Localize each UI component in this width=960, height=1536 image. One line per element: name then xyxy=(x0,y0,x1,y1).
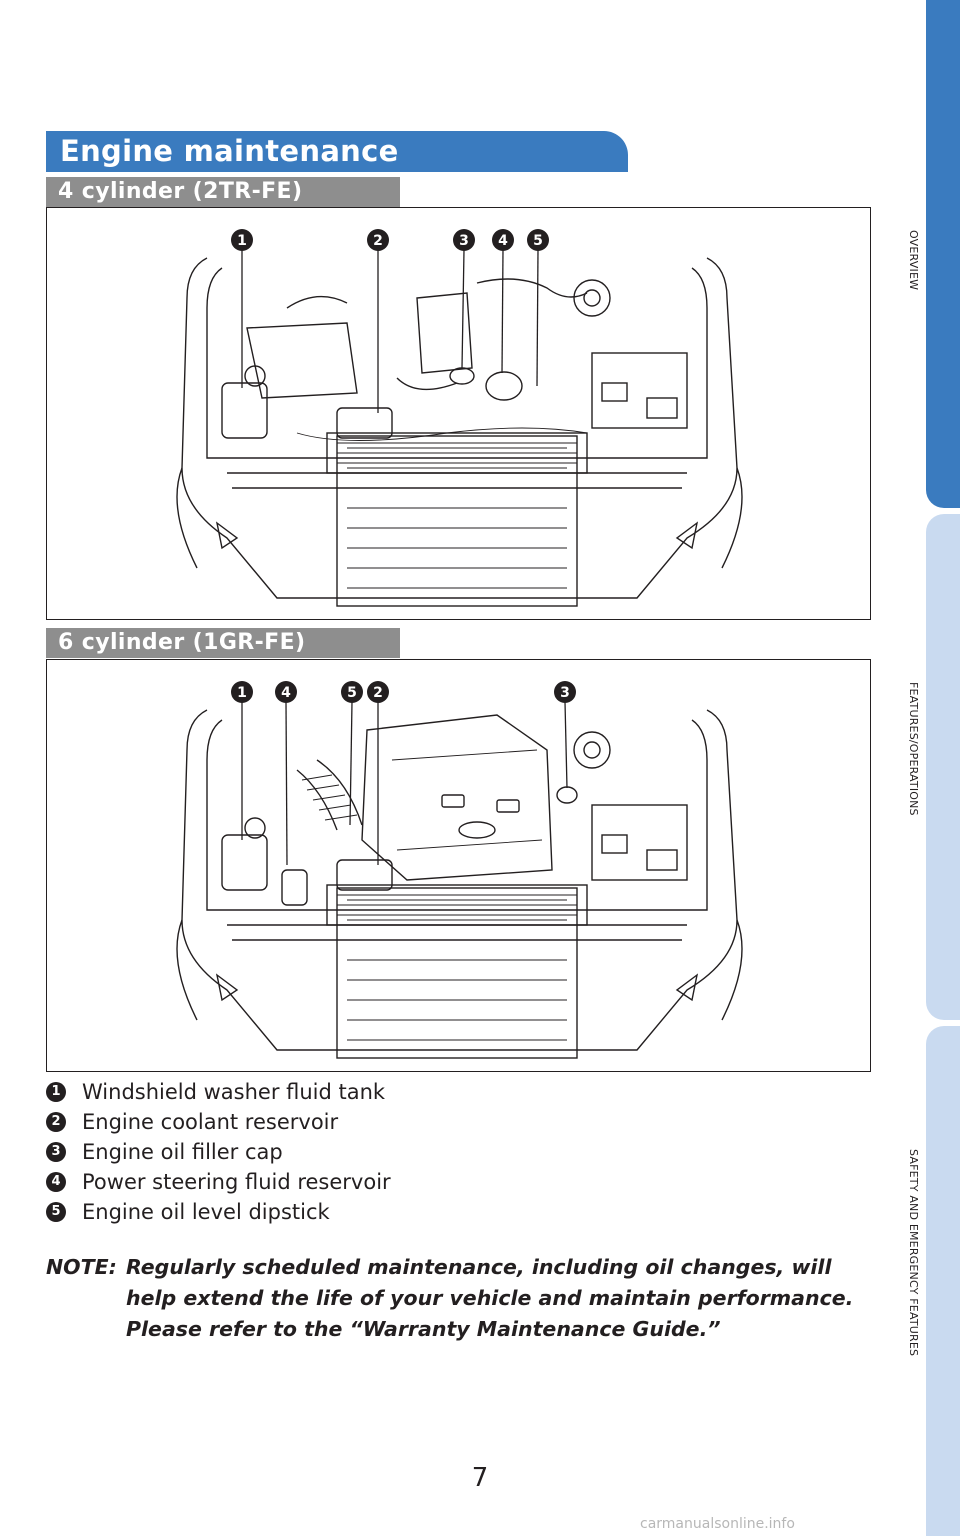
callout-1: 1 xyxy=(231,229,253,251)
side-label-features-operations: FEATURES/OPERATIONS xyxy=(907,682,920,816)
note-label: NOTE: xyxy=(46,1255,117,1279)
engine-diagram-6-cylinder: 1 4 5 2 3 xyxy=(46,659,871,1072)
number-badge: 4 xyxy=(46,1172,66,1192)
page-title: Engine maintenance xyxy=(60,134,399,168)
note-line: Please refer to the “Warranty Maintenanc… xyxy=(126,1317,721,1341)
watermark: carmanualsonline.info xyxy=(640,1516,795,1532)
legend-text: Engine oil level dipstick xyxy=(82,1200,330,1224)
number-badge: 2 xyxy=(46,1112,66,1132)
number-badge: 3 xyxy=(46,1142,66,1162)
legend-text: Engine oil filler cap xyxy=(82,1140,283,1164)
svg-text:1: 1 xyxy=(237,233,247,249)
side-tab-features-operations[interactable] xyxy=(926,514,960,1020)
svg-text:4: 4 xyxy=(281,685,291,701)
svg-text:2: 2 xyxy=(373,685,383,701)
engine-diagram-4-cylinder: 1 2 3 4 5 xyxy=(46,207,871,620)
callout-5: 5 xyxy=(341,681,363,703)
side-label-safety-emergency: SAFETY AND EMERGENCY FEATURES xyxy=(907,1149,920,1357)
engine-illustration-4cyl: 1 2 3 4 5 xyxy=(176,229,743,607)
callout-2: 2 xyxy=(367,681,389,703)
page-number: 7 xyxy=(471,1463,489,1493)
callout-4: 4 xyxy=(275,681,297,703)
callout-1: 1 xyxy=(231,681,253,703)
svg-text:5: 5 xyxy=(533,233,543,249)
number-badge: 1 xyxy=(46,1082,66,1102)
note-line: help extend the life of your vehicle and… xyxy=(126,1286,854,1310)
side-tab-safety-emergency[interactable] xyxy=(926,1026,960,1536)
side-tab-overview[interactable] xyxy=(926,0,960,508)
engine-illustration-6cyl: 1 4 5 2 3 xyxy=(176,681,743,1059)
callout-5: 5 xyxy=(527,229,549,251)
page-title-banner: Engine maintenance xyxy=(46,131,628,171)
callout-3: 3 xyxy=(554,681,576,703)
callout-4: 4 xyxy=(492,229,514,251)
legend-text: Windshield washer fluid tank xyxy=(82,1080,386,1104)
svg-text:5: 5 xyxy=(347,685,357,701)
section-tab-6-cylinder: 6 cylinder (1GR-FE) engine xyxy=(46,628,400,685)
svg-text:2: 2 xyxy=(373,233,383,249)
side-label-overview: OVERVIEW xyxy=(907,230,920,291)
svg-text:1: 1 xyxy=(237,685,247,701)
legend-text: Engine coolant reservoir xyxy=(82,1110,339,1134)
svg-text:3: 3 xyxy=(560,685,570,701)
svg-text:3: 3 xyxy=(459,233,469,249)
title-rule xyxy=(46,170,628,172)
svg-text:4: 4 xyxy=(498,233,508,249)
callout-3: 3 xyxy=(453,229,475,251)
section-tab-4-cylinder: 4 cylinder (2TR-FE) engine xyxy=(46,177,400,234)
callout-2: 2 xyxy=(367,229,389,251)
note-line: Regularly scheduled maintenance, includi… xyxy=(126,1255,832,1279)
number-badge: 5 xyxy=(46,1202,66,1222)
legend-text: Power steering fluid reservoir xyxy=(82,1170,391,1194)
